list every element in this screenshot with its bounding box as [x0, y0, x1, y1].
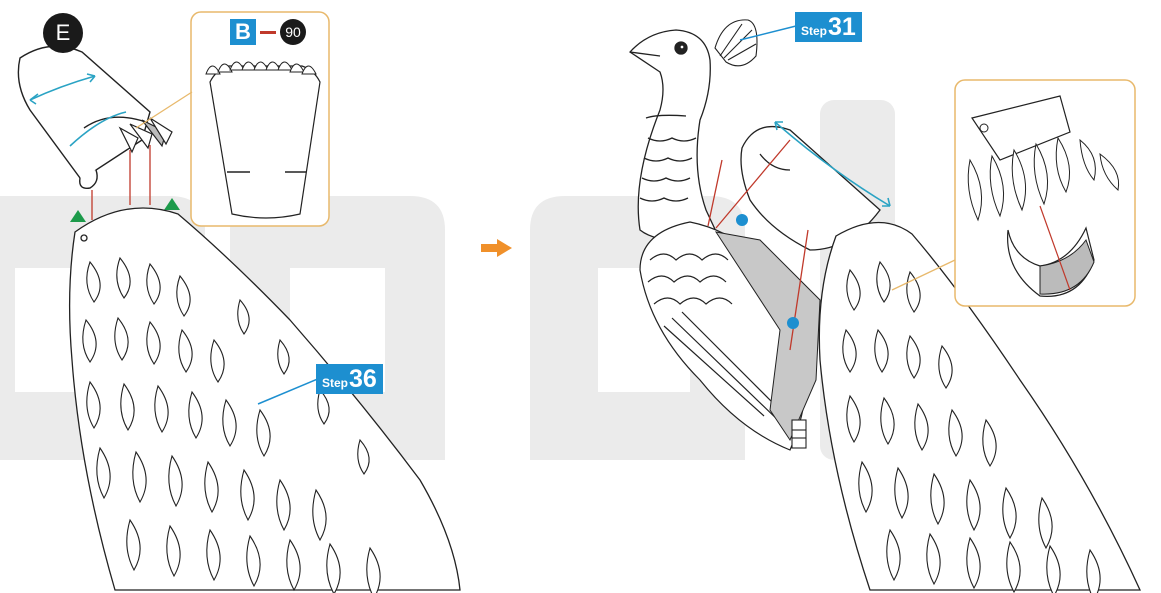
peacock-leg-right: [792, 420, 806, 448]
step-word: Step: [801, 16, 827, 46]
blue-dot-icon: [736, 214, 748, 226]
part-e-label: E: [43, 13, 83, 53]
right-arrow-icon: [481, 238, 513, 258]
peacock-crest-right: [715, 20, 757, 66]
blue-dot-icon: [787, 317, 799, 329]
peacock-body-right: [630, 30, 720, 242]
step-number: 31: [828, 12, 856, 42]
part-b-label: B: [230, 19, 256, 45]
part-number-label: 90: [280, 19, 306, 45]
step-word: Step: [322, 368, 348, 398]
step-badge-right: Step 31: [795, 12, 862, 42]
detail-callout-right: [892, 80, 1135, 306]
step-badge-left: Step 36: [316, 364, 383, 394]
step-number: 36: [349, 364, 377, 394]
part-code-dash: [260, 31, 276, 34]
